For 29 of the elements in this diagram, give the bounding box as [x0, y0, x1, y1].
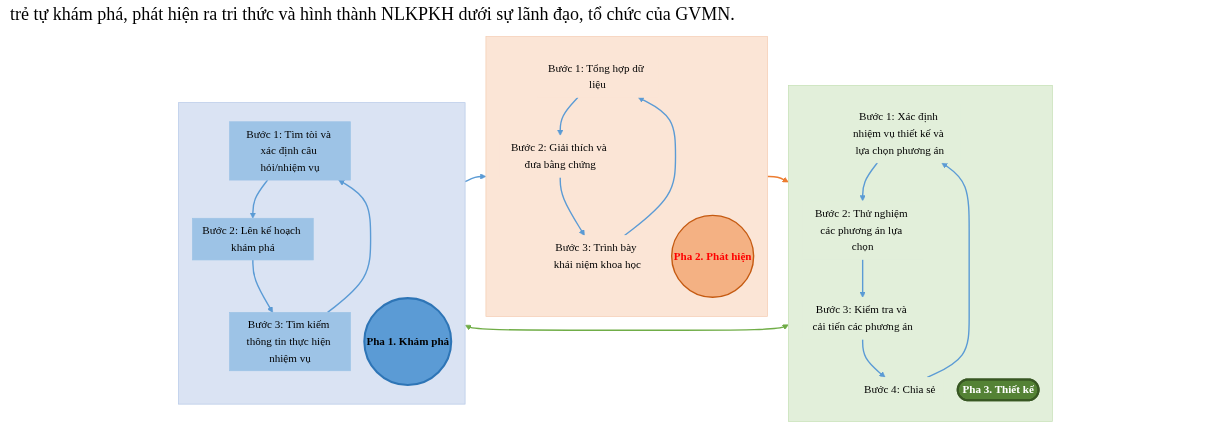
node-text: Bước 1: Tổng hợp dữ liệu — [547, 61, 644, 91]
arrow — [326, 179, 371, 314]
arrow — [623, 97, 676, 237]
cluster — [485, 36, 768, 317]
node-circle: Pha 1. Khám phá — [362, 297, 452, 387]
node-text: Bước 3: Trình bày khái niệm khoa học — [553, 241, 641, 271]
arrow — [859, 258, 866, 298]
node-text: Bước 4: Chia sẻ — [863, 383, 936, 396]
arrow — [766, 175, 789, 183]
node-text: Bước 3: Kiểm tra và cải tiến các phương án — [812, 303, 913, 333]
arrow — [464, 324, 789, 331]
cluster — [177, 102, 465, 405]
node-box: Bước 3: Tìm kiếm thông tin thực hiện nhiệm vụ — [228, 312, 351, 372]
arrow — [859, 162, 878, 202]
arrow — [463, 173, 486, 183]
node-text: Bước 1: Xác định nhiệm vụ thiết kế và lựa chọn phương án — [852, 110, 944, 156]
arrow — [926, 162, 970, 379]
node-text: Bước 2: Giải thích và đưa bằng chứng — [510, 141, 607, 171]
arrow — [251, 259, 273, 313]
note-text: trẻ tự khám phá, phát hiện ra tri thức và hình thành NLKPKH dưới sự lãnh đạo, tổ chức của GVMN. — [9, 3, 736, 26]
node-circle: Pha 2. Phát hiện — [670, 214, 754, 298]
node-box: Bước 2: Lên kế hoạch khám phá — [191, 217, 314, 261]
arrow — [559, 176, 585, 236]
cluster — [787, 85, 1053, 422]
arrow — [556, 96, 579, 136]
arrow — [861, 338, 885, 378]
node-text: Bước 2: Thử nghiệm các phương án lựa chọn — [814, 207, 908, 253]
arrow — [249, 179, 268, 219]
node-box: Bước 1: Tìm tòi và xác định câu hỏi/nhiệm vụ — [228, 121, 351, 181]
